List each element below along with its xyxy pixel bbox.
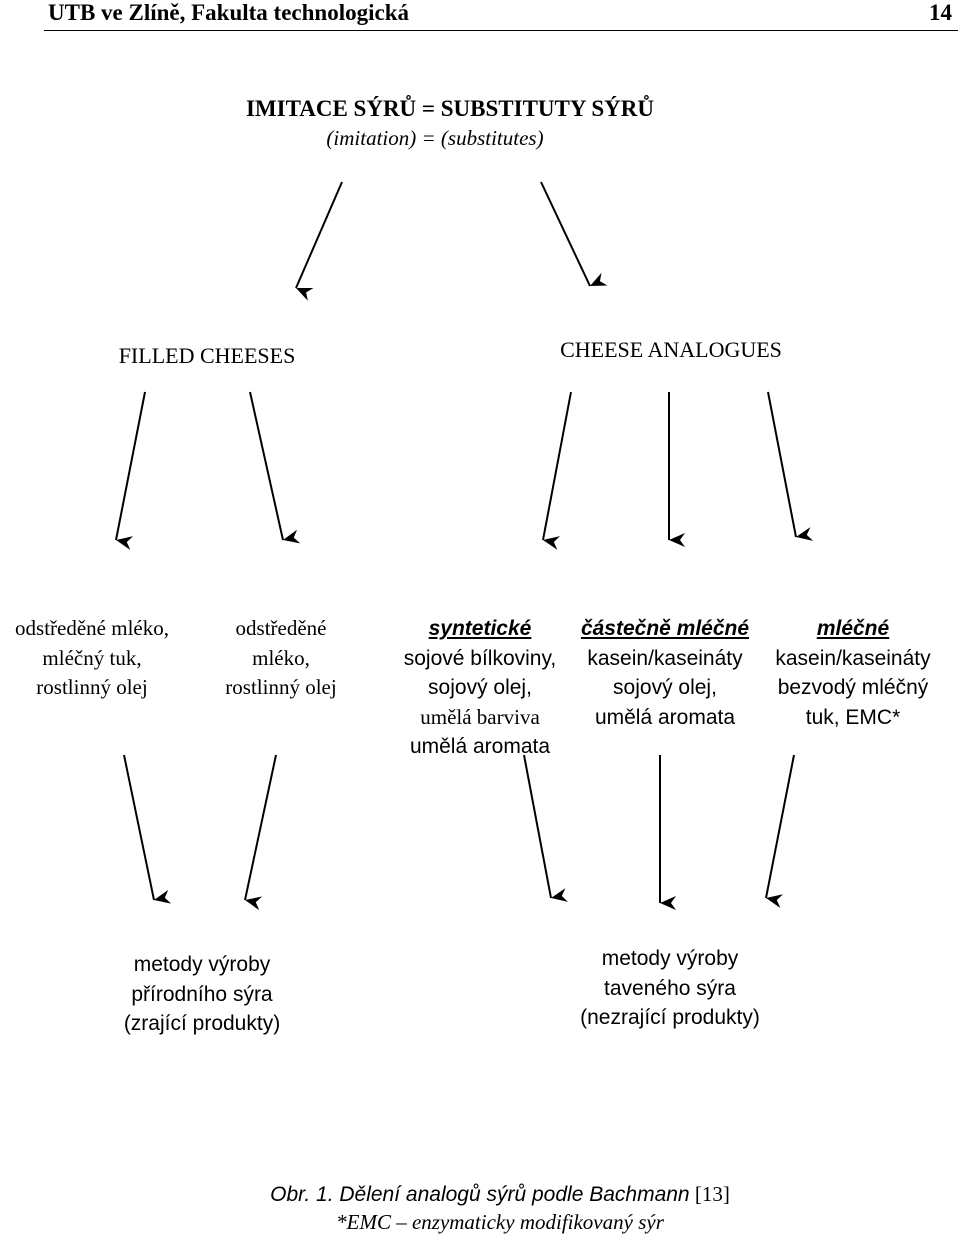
type-block-1: odstředěné mléko, mléčný tuk, rostlinný … bbox=[0, 614, 184, 703]
arrow-title-to-analogues bbox=[540, 181, 608, 287]
method-processed-line: taveného sýra bbox=[604, 976, 736, 1000]
arrow-type-2-to-natural bbox=[244, 754, 277, 911]
type-2-line: mléko, bbox=[252, 645, 310, 670]
diagram-title: IMITACE SÝRŮ = SUBSTITUTY SÝRŮ bbox=[245, 96, 655, 121]
method-natural-cheese: metody výroby přírodního sýra (zrající p… bbox=[92, 950, 312, 1039]
type-1-line: rostlinný olej bbox=[36, 675, 148, 699]
type-1-line: mléčný tuk, bbox=[42, 645, 142, 670]
type-3-line: sojové bílkoviny, bbox=[403, 646, 557, 670]
type-5-heading: mléčné bbox=[816, 617, 890, 640]
method-processed-line: (nezrající produkty) bbox=[580, 1006, 760, 1029]
method-processed-line: metody výroby bbox=[601, 947, 739, 970]
diagram-subtitle: (imitation) = (substitutes) bbox=[326, 126, 544, 150]
method-natural-line: metody výroby bbox=[133, 953, 271, 976]
arrow-analogues-to-type-3 bbox=[542, 391, 572, 550]
type-block-4: částečně mléčné kasein/kaseináty sojový … bbox=[570, 614, 760, 732]
arrow-type-3-to-processed bbox=[523, 754, 569, 902]
arrow-filled-to-type-1 bbox=[115, 391, 146, 550]
type-3-heading: syntetické bbox=[428, 617, 532, 640]
type-4-line: umělá aromata bbox=[594, 705, 736, 729]
arrow-analogues-to-type-5 bbox=[767, 391, 814, 541]
type-3-line: sojový olej, bbox=[428, 676, 532, 699]
type-2-line: odstředěné bbox=[235, 616, 327, 640]
type-3-line: umělá aromata bbox=[409, 735, 551, 758]
running-header-title: UTB ve Zlíně, Fakulta technologická bbox=[48, 0, 409, 25]
method-natural-line: (zrající produkty) bbox=[123, 1012, 281, 1035]
type-5-line: bezvodý mléčný bbox=[777, 676, 929, 699]
caption-label: Obr. 1. Dělení analogů sýrů podle Bachma… bbox=[270, 1183, 690, 1206]
arrow-title-to-filled bbox=[295, 181, 343, 301]
type-4-line: sojový olej, bbox=[613, 676, 717, 699]
type-block-5: mléčné kasein/kaseináty bezvodý mléčný t… bbox=[762, 614, 944, 732]
arrow-type-5-to-processed bbox=[765, 754, 795, 908]
type-4-heading: částečně mléčné bbox=[580, 617, 750, 640]
page-number: 14 bbox=[929, 0, 952, 25]
method-processed-cheese: metody výroby taveného sýra (nezrající p… bbox=[560, 944, 780, 1033]
arrow-type-1-to-natural bbox=[123, 754, 172, 904]
type-block-3: syntetické sojové bílkoviny, sojový olej… bbox=[388, 614, 572, 762]
method-natural-line: přírodního sýra bbox=[131, 982, 273, 1006]
category-cheese-analogues: CHEESE ANALOGUES bbox=[560, 337, 782, 362]
type-4-line: kasein/kaseináty bbox=[587, 646, 743, 670]
type-1-line: odstředěné mléko, bbox=[15, 616, 169, 640]
arrow-filled-to-type-2 bbox=[249, 391, 301, 544]
type-block-2: odstředěné mléko, rostlinný olej bbox=[196, 614, 366, 703]
header-rule bbox=[44, 30, 958, 31]
type-2-line: rostlinný olej bbox=[225, 675, 337, 699]
category-filled-cheeses: FILLED CHEESES bbox=[118, 343, 296, 368]
caption-reference: [13] bbox=[694, 1182, 730, 1206]
caption-footnote: *EMC – enzymaticky modifikovaný sýr bbox=[336, 1210, 664, 1234]
type-5-line: tuk, EMC* bbox=[805, 705, 901, 729]
figure-caption: Obr. 1. Dělení analogů sýrů podle Bachma… bbox=[0, 1180, 960, 1209]
type-3-line: umělá barviva bbox=[420, 704, 540, 729]
type-5-line: kasein/kaseináty bbox=[775, 646, 931, 670]
